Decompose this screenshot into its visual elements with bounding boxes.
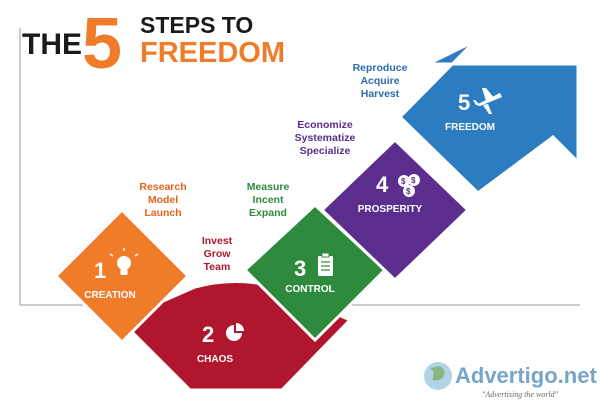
step-control-number: 3: [294, 256, 306, 281]
step-prosperity-shape: [319, 137, 471, 283]
step-freedom: 5 FREEDOM: [397, 39, 580, 195]
step-creation-label: CREATION: [84, 290, 135, 301]
airplane-icon: [473, 88, 502, 114]
svg-text:$: $: [406, 187, 411, 196]
step-control-note: Expand: [249, 207, 287, 219]
title-number: 5: [82, 4, 122, 84]
step-creation-note: Research: [139, 181, 186, 193]
step-freedom-label: FREEDOM: [445, 122, 495, 133]
globe-icon: [424, 362, 452, 390]
step-prosperity-number: 4: [376, 172, 389, 197]
step-prosperity-label: PROSPERITY: [358, 204, 423, 215]
step-creation-note: Model: [148, 194, 178, 206]
title-the: THE: [22, 28, 82, 61]
step-prosperity-note: Systematize: [295, 132, 356, 144]
step-prosperity-note: Specialize: [300, 145, 351, 157]
step-chaos-note: Grow: [204, 248, 232, 260]
step-freedom-note: Reproduce: [353, 62, 408, 74]
step-freedom-note: Harvest: [361, 88, 400, 100]
step-control-note: Measure: [247, 181, 290, 193]
step-prosperity-note: Economize: [297, 119, 353, 131]
step-chaos-label: CHAOS: [197, 354, 233, 365]
step-creation: 1 CREATION: [53, 207, 191, 345]
watermark-tagline: "Advertising the world": [482, 390, 559, 399]
step-chaos-note: Invest: [202, 235, 233, 247]
step-freedom-note: Acquire: [360, 75, 399, 87]
step-freedom-number: 5: [458, 90, 470, 115]
step-chaos-number: 2: [202, 322, 214, 347]
step-creation-note: Launch: [144, 207, 181, 219]
step-control-note: Incent: [253, 194, 284, 206]
step-freedom-shape: [397, 39, 580, 195]
watermark: Advertigo.net "Advertising the world": [424, 362, 597, 399]
lightbulb-icon: [109, 248, 139, 275]
title-freedom: FREEDOM: [140, 37, 285, 69]
svg-text:$: $: [401, 177, 406, 186]
step-prosperity: 4 $ $ $ PROSPERITY: [319, 137, 471, 283]
step-creation-shape: [53, 207, 191, 345]
watermark-brand: Advertigo.net: [455, 363, 597, 388]
step-creation-number: 1: [94, 258, 106, 283]
pie-chart-icon: [226, 323, 244, 341]
title-steps-to: STEPS TO: [140, 12, 253, 38]
step-chaos-note: Team: [204, 261, 231, 273]
step-control-label: CONTROL: [285, 284, 334, 295]
clipboard-icon: [318, 252, 333, 276]
svg-text:$: $: [411, 176, 416, 185]
money-bags-icon: $ $ $: [398, 174, 420, 197]
